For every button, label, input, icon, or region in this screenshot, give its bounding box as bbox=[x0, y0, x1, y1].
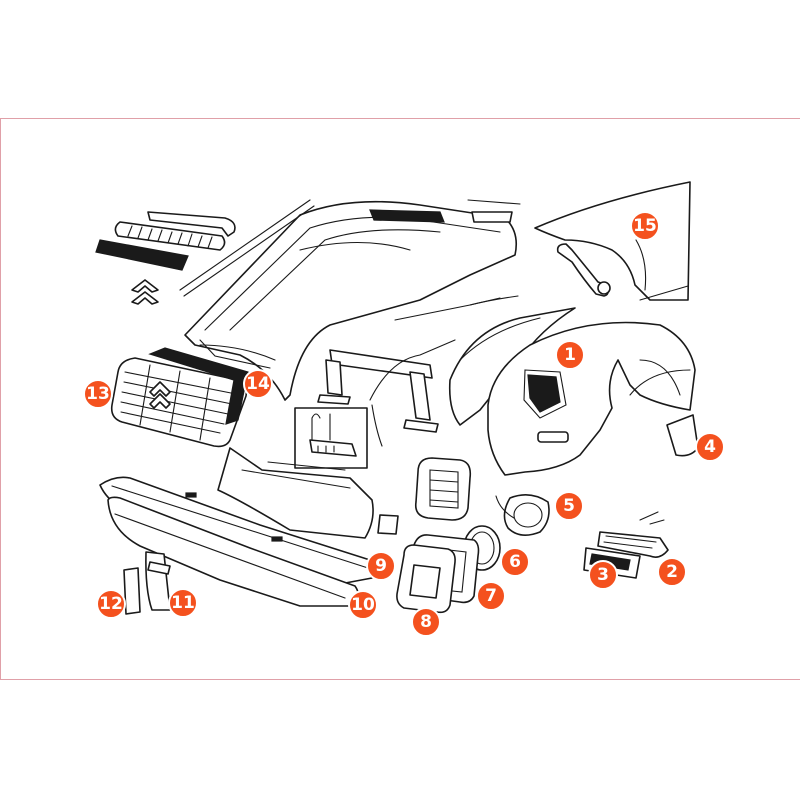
callout-label: 12 bbox=[99, 594, 123, 614]
headlamp-frame bbox=[396, 544, 456, 614]
front-valance bbox=[217, 447, 399, 539]
diagram-frame bbox=[0, 118, 800, 680]
callout-8: 8 bbox=[411, 607, 441, 637]
callout-4: 4 bbox=[695, 432, 725, 462]
bumper-mount bbox=[123, 567, 141, 615]
callout-label: 2 bbox=[666, 562, 678, 582]
callout-2: 2 bbox=[657, 557, 687, 587]
vent-grille-set bbox=[95, 221, 226, 271]
callout-14: 14 bbox=[243, 369, 273, 399]
callout-1: 1 bbox=[555, 340, 585, 370]
callout-10: 10 bbox=[348, 590, 378, 620]
chevron-logo-icon bbox=[131, 279, 159, 305]
callout-label: 5 bbox=[563, 496, 575, 516]
callout-label: 11 bbox=[171, 593, 195, 613]
callout-label: 3 bbox=[597, 565, 609, 585]
headlamp-unit bbox=[495, 494, 550, 536]
callout-label: 6 bbox=[509, 552, 521, 572]
callout-5: 5 bbox=[554, 491, 584, 521]
front-wing bbox=[487, 321, 696, 476]
callout-label: 8 bbox=[420, 612, 432, 632]
bonnet-frame bbox=[317, 295, 519, 447]
front-grille bbox=[110, 357, 248, 448]
callout-label: 15 bbox=[633, 216, 657, 236]
callout-11: 11 bbox=[168, 588, 198, 618]
callout-13: 13 bbox=[83, 379, 113, 409]
callout-3: 3 bbox=[588, 560, 618, 590]
top-trim-strips bbox=[147, 199, 521, 297]
callout-label: 14 bbox=[246, 374, 270, 394]
callout-15: 15 bbox=[630, 211, 660, 241]
callout-7: 7 bbox=[476, 581, 506, 611]
callout-label: 1 bbox=[564, 345, 576, 365]
callout-label: 7 bbox=[485, 586, 497, 606]
callout-label: 10 bbox=[351, 595, 375, 615]
bonnet bbox=[184, 200, 518, 401]
bumper-bracket bbox=[145, 551, 171, 611]
callout-label: 4 bbox=[704, 437, 716, 457]
grille-seal bbox=[148, 339, 271, 425]
hinge-bracket-inset bbox=[294, 407, 368, 469]
rear-wing bbox=[534, 181, 691, 301]
mudflap bbox=[666, 414, 699, 457]
callout-9: 9 bbox=[366, 551, 396, 581]
callout-label: 13 bbox=[86, 384, 110, 404]
callout-label: 9 bbox=[375, 556, 387, 576]
indicator-lamp bbox=[597, 511, 669, 558]
front-bumper bbox=[99, 476, 377, 607]
headlamp-housing bbox=[414, 457, 472, 521]
callout-12: 12 bbox=[96, 589, 126, 619]
callout-6: 6 bbox=[500, 547, 530, 577]
